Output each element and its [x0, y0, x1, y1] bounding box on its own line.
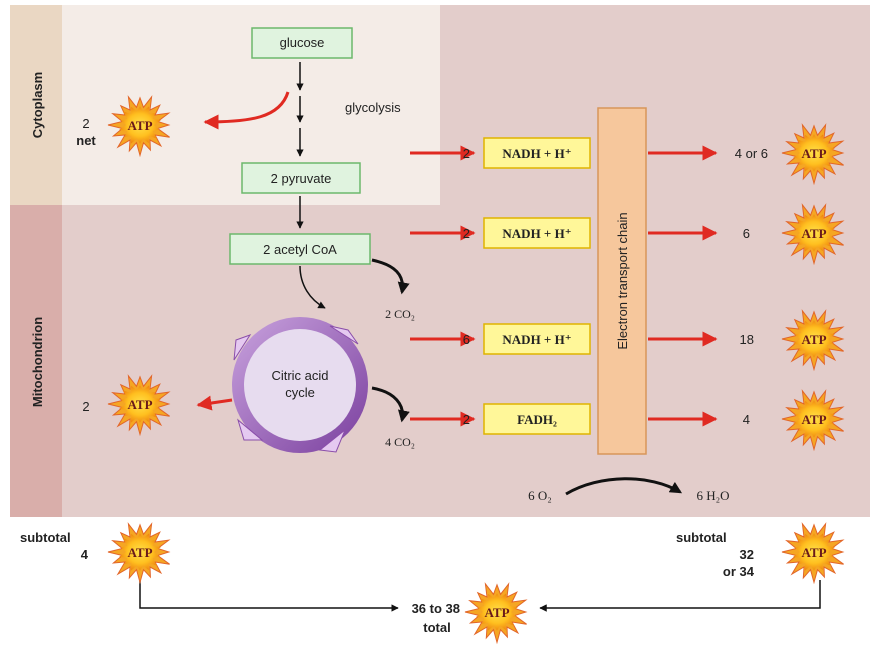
atp-total-starburst: ATP	[464, 582, 528, 645]
atp-yield-1: 4 or 6	[735, 146, 768, 161]
cycle-label-line2: cycle	[285, 385, 315, 400]
atp-label: ATP	[127, 118, 152, 133]
co2-release-arrow-1	[371, 258, 410, 295]
carrier-count-4: 2	[463, 412, 470, 427]
starburst-core	[793, 134, 835, 172]
total-label: total	[423, 620, 450, 635]
mitochondrion-label: Mitochondrion	[30, 317, 45, 407]
atp-cycle-starburst: ATP	[107, 374, 171, 437]
atp-starbursts: ATP ATP ATP ATP ATP ATP ATP ATP ATP	[107, 95, 845, 645]
atp-yield-2: 6	[743, 226, 750, 241]
atp-label: ATP	[801, 332, 826, 347]
starburst-core	[793, 320, 835, 358]
atp-label: ATP	[484, 605, 509, 620]
starburst-core	[119, 533, 161, 571]
left-total-arrow	[139, 580, 399, 612]
pyruvate-label: 2 pyruvate	[271, 171, 332, 186]
starburst-core	[793, 214, 835, 252]
carrier-label-1: NADH + H⁺	[502, 146, 571, 161]
right-subtotal-label: subtotal	[676, 530, 727, 545]
carrier-box-1	[483, 137, 591, 169]
right-subtotal-value-1: 32	[740, 547, 754, 562]
pyruvate-box	[241, 162, 361, 194]
cycle-arrowhead-2	[237, 418, 264, 441]
cycle-atp-arrow	[196, 395, 233, 411]
starburst-core	[476, 593, 518, 631]
glycolysis-atp-arrow	[203, 91, 290, 130]
atp-label: ATP	[801, 226, 826, 241]
electron-transport-chain-box	[597, 107, 647, 455]
carrier-box-2	[483, 217, 591, 249]
starburst-core	[793, 400, 835, 438]
carrier-label-2: NADH + H⁺	[502, 226, 571, 241]
citric-acid-cycle: Citric acid cycle	[232, 317, 368, 453]
starburst-core	[119, 106, 161, 144]
cycle-atp-count: 2	[82, 399, 89, 414]
acetyl-coa-label: 2 acetyl CoA	[263, 242, 337, 257]
atp-label: ATP	[801, 412, 826, 427]
atp-yield-3: 18	[740, 332, 754, 347]
etc-label: Electron transport chain	[615, 212, 630, 349]
carrier-count-1: 2	[463, 146, 470, 161]
starburst-core	[119, 385, 161, 423]
water-label: 6 H₂O	[696, 488, 729, 503]
atp-etc-4-starburst: ATP	[781, 389, 845, 452]
co2-release-arrow-2	[371, 386, 410, 423]
glucose-label: glucose	[280, 35, 325, 50]
atp-yield-4: 4	[743, 412, 750, 427]
co2-first-label: 2 CO₂	[385, 307, 415, 321]
carrier-label-3: NADH + H⁺	[502, 332, 571, 347]
cycle-arrowhead-1	[329, 325, 359, 345]
atp-etc-2-starburst: ATP	[781, 203, 845, 266]
glycolysis-atp-count: 2	[82, 116, 89, 131]
carrier-box-4	[483, 403, 591, 435]
right-subtotal-value-2: or 34	[723, 564, 755, 579]
carrier-count-3: 6	[463, 332, 470, 347]
atp-etc-3-starburst: ATP	[781, 309, 845, 372]
carrier-label-4: FADH₂	[517, 412, 557, 427]
atp-glycolysis-starburst: ATP	[107, 95, 171, 158]
atp-label: ATP	[801, 545, 826, 560]
glucose-box	[251, 27, 353, 59]
atp-subtotal-left-starburst: ATP	[107, 522, 171, 585]
cytoplasm-label: Cytoplasm	[30, 72, 45, 138]
atp-label: ATP	[127, 545, 152, 560]
total-value: 36 to 38	[412, 601, 460, 616]
mitochondrion-tab	[10, 205, 62, 517]
starburst-core	[793, 533, 835, 571]
oxygen-to-water-arrow	[565, 477, 683, 496]
cytoplasm-tab	[10, 5, 62, 205]
cycle-center	[244, 329, 356, 441]
atp-subtotal-right-starburst: ATP	[781, 522, 845, 585]
cycle-arrowhead-4	[318, 428, 347, 453]
left-subtotal-value: 4	[81, 547, 89, 562]
oxygen-label: 6 O₂	[528, 488, 552, 503]
cycle-arrowhead-3	[233, 334, 252, 361]
glycolysis-atp-net: net	[76, 133, 96, 148]
atp-etc-1-starburst: ATP	[781, 123, 845, 186]
co2-second-label: 4 CO₂	[385, 435, 415, 449]
right-total-arrow	[539, 580, 821, 612]
atp-label: ATP	[801, 146, 826, 161]
acetyl-into-cycle-arrow	[299, 265, 326, 309]
carrier-count-2: 2	[463, 226, 470, 241]
left-subtotal-label: subtotal	[20, 530, 71, 545]
cycle-label-line1: Citric acid	[271, 368, 328, 383]
acetyl-coa-box	[229, 233, 371, 265]
cytoplasm-region	[10, 5, 440, 205]
glycolysis-label: glycolysis	[345, 100, 401, 115]
carrier-box-3	[483, 323, 591, 355]
atp-label: ATP	[127, 397, 152, 412]
